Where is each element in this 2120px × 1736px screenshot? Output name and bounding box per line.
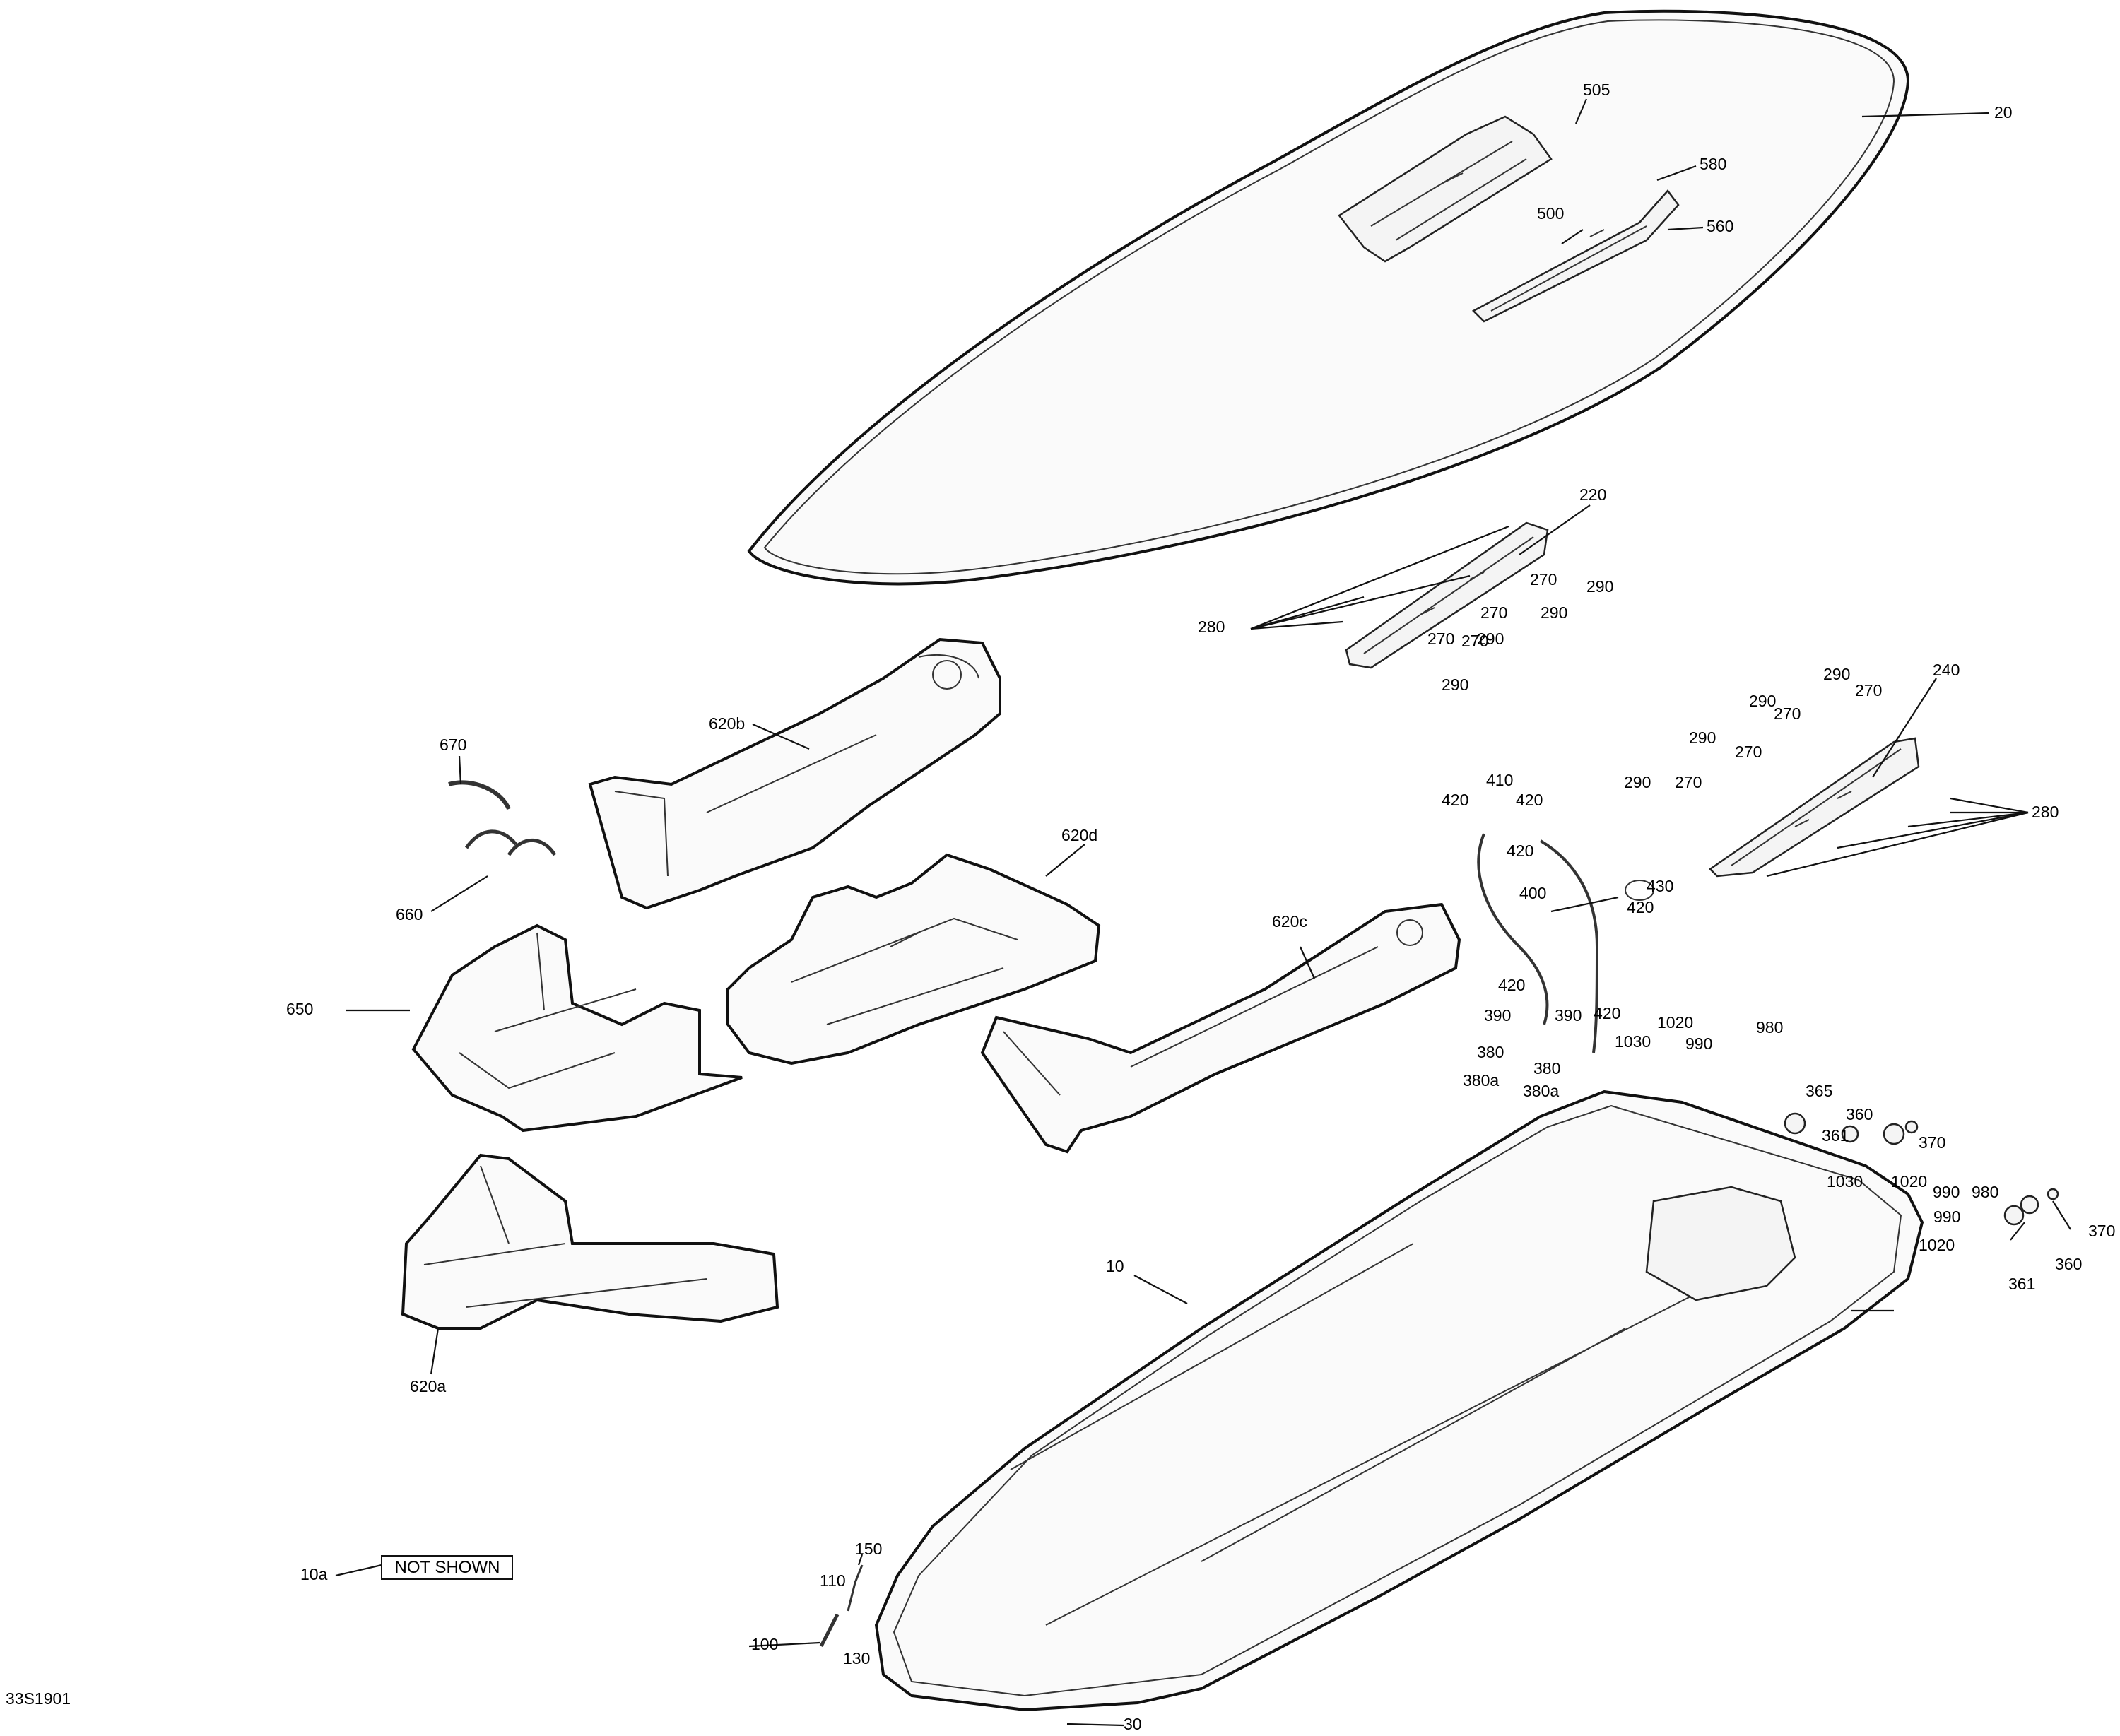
callout-420-b: 420	[1516, 791, 1543, 809]
part-100	[819, 1613, 840, 1648]
not-shown-box: NOT SHOWN	[381, 1555, 513, 1580]
callout-270-c: 270	[1461, 632, 1488, 650]
callout-270-a: 270	[1530, 570, 1557, 589]
callout-270-e: 270	[1855, 681, 1882, 699]
part-620d	[726, 853, 1101, 1065]
part-400-hose	[1477, 833, 1654, 1053]
part-505	[1338, 115, 1553, 263]
callout-220: 220	[1579, 485, 1606, 504]
callout-360-b: 360	[2055, 1255, 2082, 1273]
callout-370-a: 370	[1919, 1133, 1945, 1152]
callout-30: 30	[1124, 1715, 1142, 1733]
diagram-code: 33S1901	[6, 1689, 71, 1708]
callout-1020-b: 1020	[1891, 1172, 1927, 1191]
callout-500: 500	[1537, 204, 1564, 223]
callout-290-a: 290	[1586, 577, 1613, 596]
callout-620d: 620d	[1061, 826, 1097, 844]
callout-290-g: 290	[1689, 728, 1716, 747]
not-shown-text: NOT SHOWN	[395, 1558, 500, 1577]
callout-380-a: 380	[1477, 1043, 1504, 1061]
callout-370-b: 370	[2088, 1222, 2115, 1240]
callout-290-c: 290	[1477, 630, 1504, 648]
part-365	[1784, 1112, 1806, 1135]
callout-361-b: 361	[2008, 1275, 2035, 1293]
callout-620b: 620b	[709, 714, 745, 733]
callout-990-c: 990	[1933, 1207, 1960, 1226]
part-650	[411, 923, 743, 1133]
part-620c	[980, 902, 1461, 1154]
callout-270-h: 270	[1675, 773, 1702, 791]
callout-365: 365	[1806, 1082, 1832, 1100]
callout-1030-b: 1030	[1827, 1172, 1863, 1191]
callout-380-b: 380	[1533, 1059, 1560, 1077]
callout-980-a: 980	[1756, 1018, 1783, 1037]
part-20-seal	[747, 9, 1910, 586]
callout-670: 670	[440, 736, 466, 754]
part-660	[464, 829, 557, 856]
part-220	[1345, 521, 1549, 669]
callout-20: 20	[1994, 103, 2013, 122]
callout-650: 650	[286, 1000, 313, 1018]
callout-410: 410	[1486, 771, 1513, 789]
callout-280-a: 280	[1198, 618, 1225, 636]
callout-380a-b: 380a	[1523, 1082, 1559, 1100]
callout-380a-a: 380a	[1463, 1071, 1499, 1090]
part-360-361-370-lower	[2003, 1188, 2059, 1226]
callout-1020-a: 1020	[1657, 1013, 1693, 1032]
callout-580: 580	[1700, 155, 1726, 173]
callout-390-b: 390	[1555, 1006, 1582, 1025]
callout-280-b: 280	[2032, 803, 2059, 821]
callout-990-b: 990	[1933, 1183, 1960, 1201]
callout-290-d: 290	[1442, 675, 1468, 694]
callout-1020-c: 1020	[1919, 1236, 1955, 1254]
callout-1030-a: 1030	[1615, 1032, 1651, 1051]
callout-270-g: 270	[1735, 743, 1762, 761]
part-110-130-150	[847, 1564, 864, 1612]
callout-420-e: 420	[1498, 976, 1525, 994]
callout-660: 660	[396, 905, 423, 923]
callout-130: 130	[843, 1649, 870, 1667]
leader-lines	[335, 98, 2071, 1727]
part-670	[448, 780, 511, 810]
callout-270-b: 270	[1480, 603, 1507, 622]
callout-290-h: 290	[1624, 773, 1651, 791]
callout-240: 240	[1933, 661, 1960, 679]
callout-361-a: 361	[1822, 1126, 1849, 1145]
callout-620a: 620a	[410, 1377, 446, 1395]
callout-620c: 620c	[1272, 912, 1307, 931]
callout-420-c: 420	[1507, 842, 1533, 860]
part-620a	[401, 1153, 779, 1330]
callout-270-f: 270	[1774, 704, 1801, 723]
callout-10a: 10a	[300, 1565, 328, 1583]
part-240	[1709, 737, 1920, 878]
callout-150: 150	[855, 1540, 882, 1558]
callout-100: 100	[751, 1635, 778, 1653]
callout-290-e: 290	[1823, 665, 1850, 683]
callout-270-d: 270	[1427, 630, 1454, 648]
callout-360-a: 360	[1846, 1105, 1873, 1123]
callout-430: 430	[1647, 877, 1673, 895]
callout-390-a: 390	[1484, 1006, 1511, 1025]
callout-110: 110	[820, 1571, 846, 1590]
callout-290-b: 290	[1541, 603, 1567, 622]
part-10-hull	[874, 1090, 1924, 1712]
callout-10: 10	[1106, 1257, 1124, 1275]
callout-420-f: 420	[1594, 1004, 1620, 1022]
callout-290-f: 290	[1749, 692, 1776, 710]
callout-labels: 20 505 580 500 560 220 280 270 290 270 2…	[6, 81, 2115, 1733]
part-500	[1471, 189, 1680, 323]
callout-420-d: 420	[1627, 898, 1654, 916]
callout-990-a: 990	[1685, 1034, 1712, 1053]
callout-400: 400	[1519, 884, 1546, 902]
callout-505: 505	[1583, 81, 1610, 99]
callout-420-a: 420	[1442, 791, 1468, 809]
callout-980-b: 980	[1972, 1183, 1998, 1201]
callout-560: 560	[1707, 217, 1733, 235]
part-620b	[588, 637, 1001, 910]
part-360-361-370-upper	[1841, 1120, 1919, 1145]
